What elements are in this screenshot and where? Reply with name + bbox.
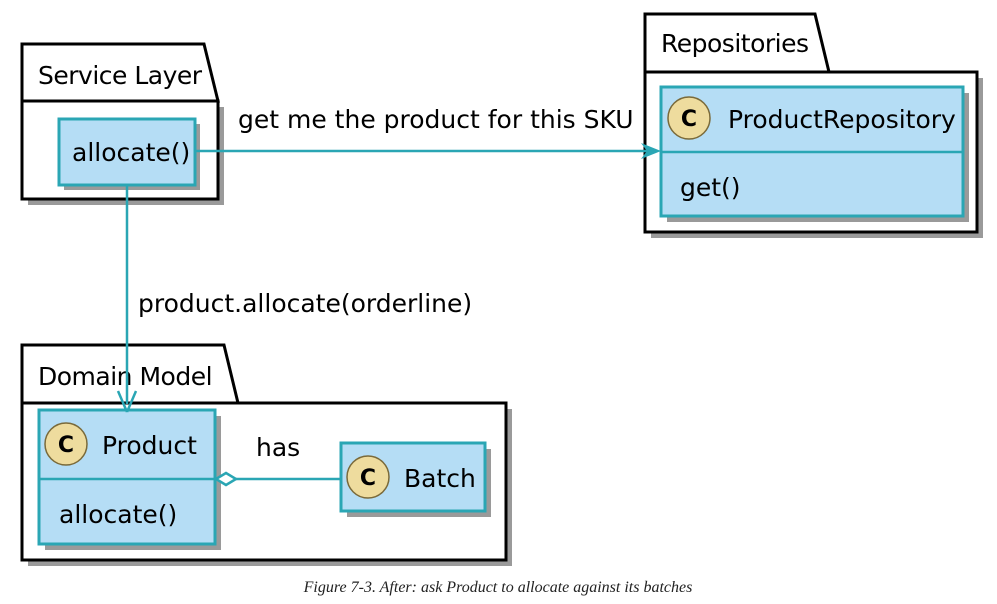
product-badge: C [58,433,74,458]
service-allocate-label: allocate() [72,138,190,167]
service-layer-title: Service Layer [38,61,203,90]
batch-class[interactable]: C Batch [339,441,491,517]
edge-service-to-product: product.allocate(orderline) [116,185,472,413]
edge-product-batch-label: has [256,433,300,462]
product-repository-name: ProductRepository [728,105,956,134]
class-c-icon [44,422,88,466]
product-repository-method: get() [680,173,741,202]
product-repository-class[interactable]: C ProductRepository get() [659,85,969,222]
edge-service-to-product-label: product.allocate(orderline) [138,289,472,318]
edge-service-to-repository-label: get me the product for this SKU [238,105,634,134]
class-c-icon [667,96,711,140]
product-method: allocate() [59,500,177,529]
product-name: Product [102,431,197,460]
arrowhead-icon [116,390,138,413]
service-allocate-node[interactable]: allocate() [57,117,200,190]
batch-name: Batch [404,464,476,493]
aggregation-diamond-icon [213,471,239,487]
class-c-icon [346,455,390,499]
edge-service-to-repository: get me the product for this SKU [195,105,661,159]
figure-caption: Figure 7-3. After: ask Product to alloca… [303,579,693,596]
arrowhead-icon [641,143,661,159]
product-repository-badge: C [681,107,697,132]
domain-model-title: Domain Model [38,362,212,391]
repositories-title: Repositories [661,29,809,58]
batch-badge: C [360,466,376,491]
edge-product-batch: has [213,433,341,487]
product-class[interactable]: C Product allocate() [37,408,221,550]
